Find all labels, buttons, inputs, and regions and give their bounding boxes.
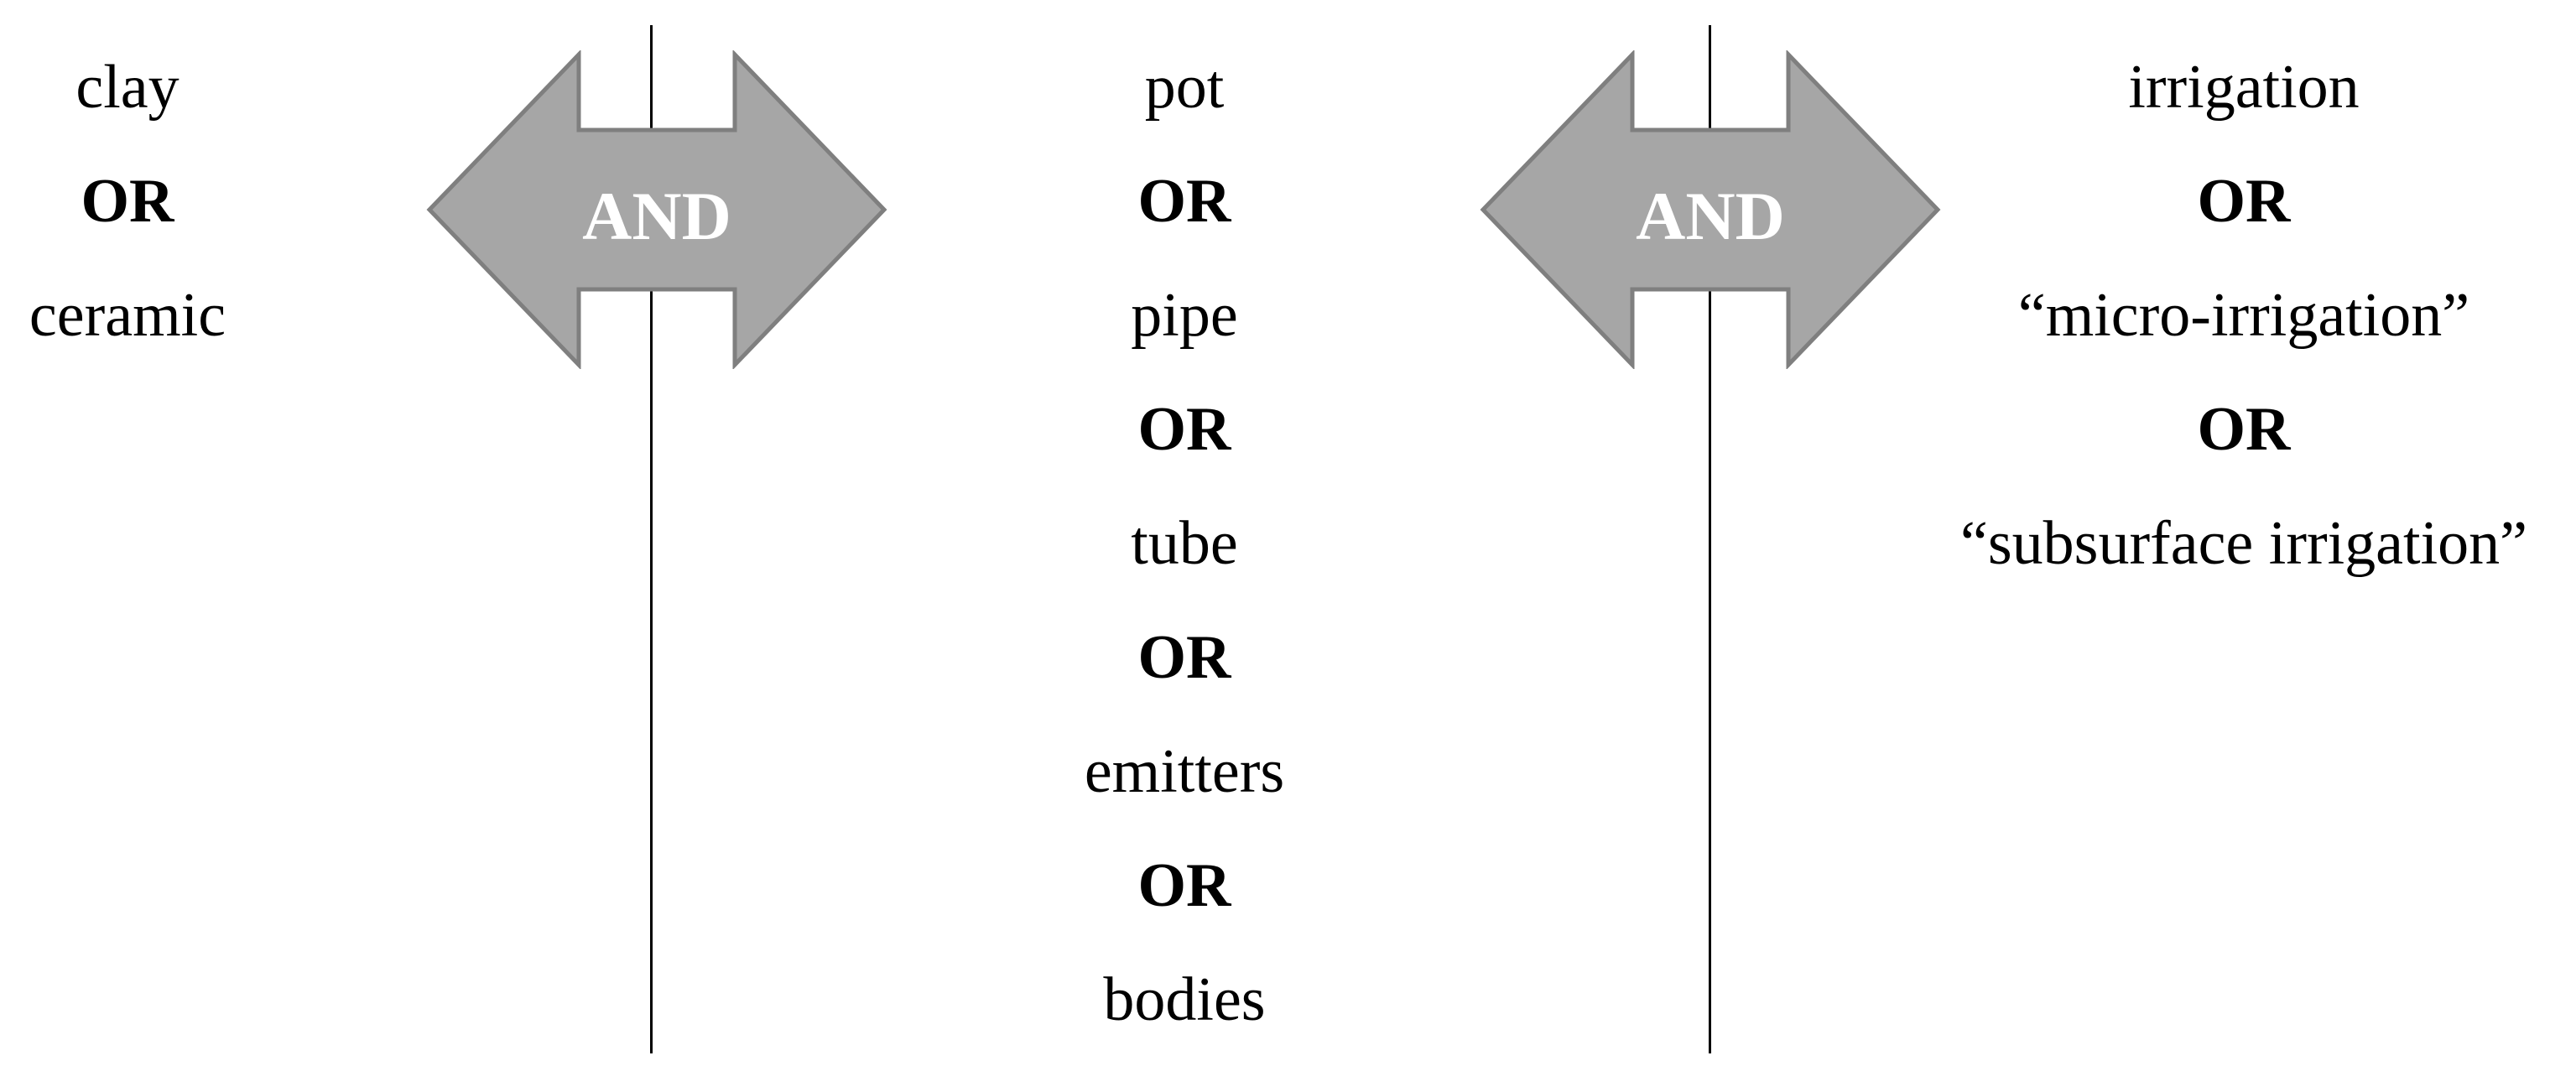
- term-ceramic: ceramic: [29, 281, 226, 350]
- term-pipe: pipe: [1131, 281, 1238, 350]
- and-label: AND: [582, 177, 731, 254]
- term-tube: tube: [1131, 509, 1238, 578]
- term-subsurface-irrigation: “subsurface irrigation”: [1960, 509, 2527, 578]
- column-divider-1: [650, 25, 653, 1053]
- and-connector-2: AND: [1480, 50, 1941, 369]
- double-arrow-icon: [426, 50, 887, 369]
- double-arrow-icon: [1480, 50, 1941, 369]
- term-pot: pot: [1144, 53, 1225, 122]
- operator-or: OR: [1137, 851, 1231, 920]
- operator-or: OR: [2197, 167, 2291, 236]
- operator-or: OR: [2197, 395, 2291, 464]
- operator-or: OR: [1137, 167, 1231, 236]
- term-irrigation: irrigation: [2128, 53, 2360, 122]
- column-divider-2: [1709, 25, 1711, 1053]
- and-label: AND: [1636, 177, 1785, 254]
- term-micro-irrigation: “micro-irrigation”: [2017, 281, 2470, 350]
- term-emitters: emitters: [1084, 737, 1285, 806]
- and-connector-1: AND: [426, 50, 887, 369]
- operator-or: OR: [81, 167, 174, 236]
- term-bodies: bodies: [1103, 965, 1266, 1034]
- operator-or: OR: [1137, 395, 1231, 464]
- term-clay: clay: [75, 53, 180, 122]
- operator-or: OR: [1137, 623, 1231, 692]
